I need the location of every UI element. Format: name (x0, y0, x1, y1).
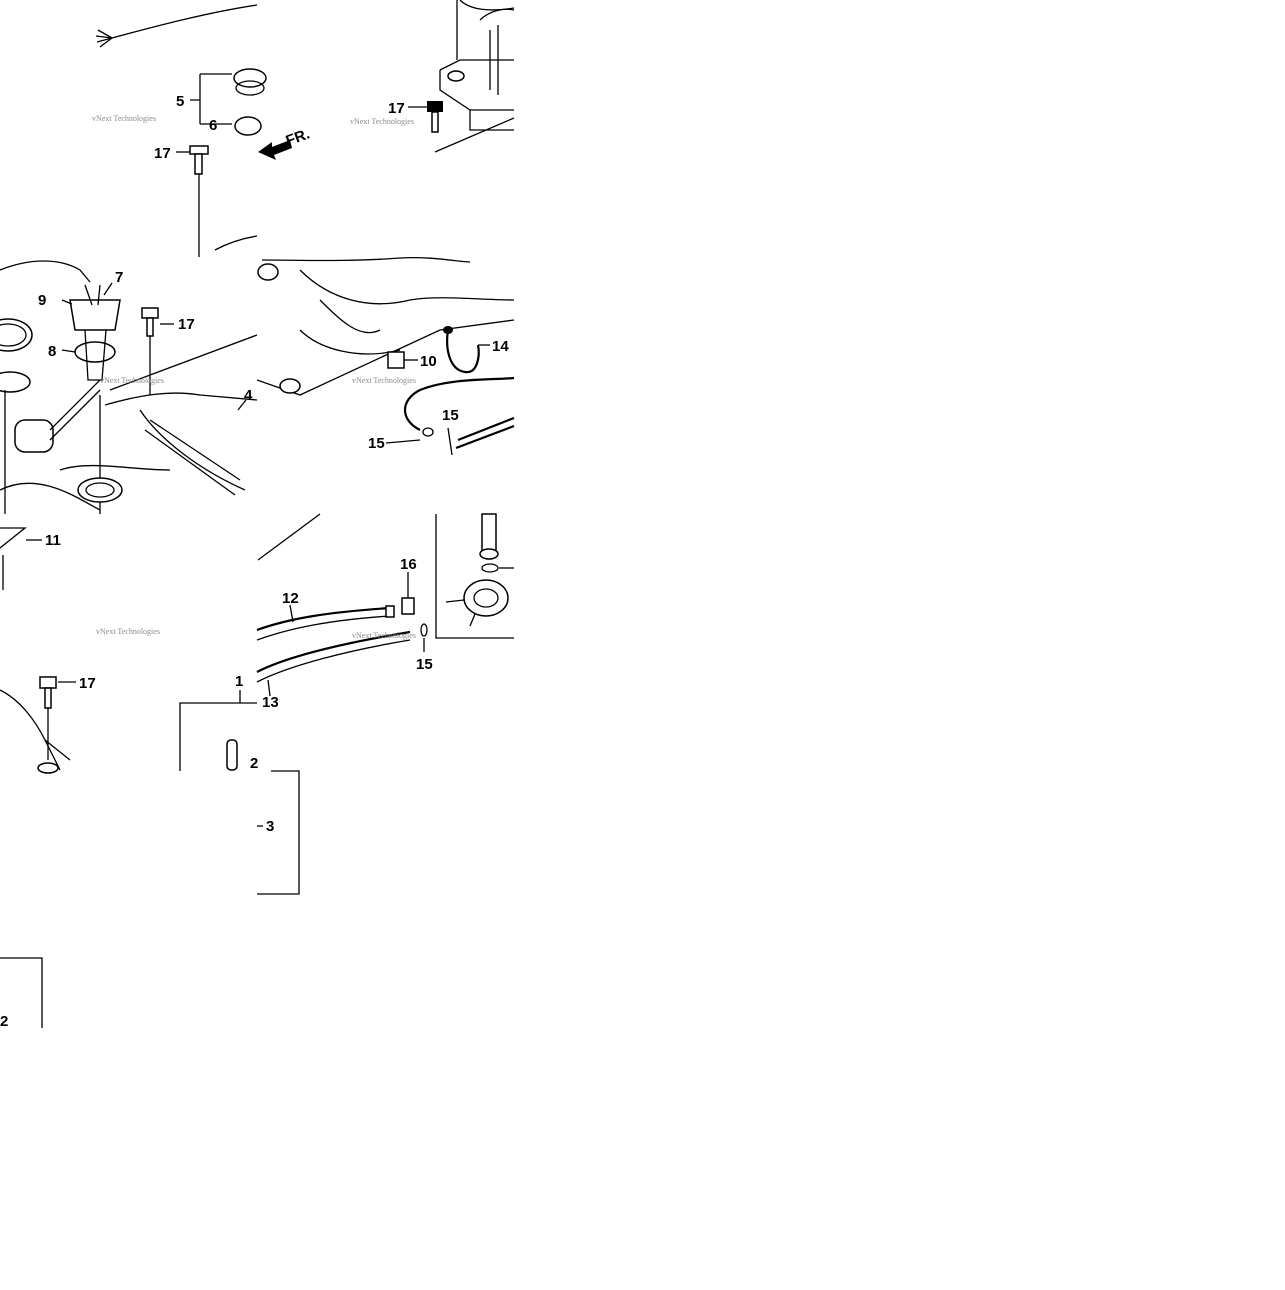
wire-harness (111, 4, 258, 39)
watermark: vNext Technologies (96, 627, 160, 636)
bolt-head (141, 307, 159, 319)
watermark: vNext Technologies (100, 376, 164, 385)
callout-5: 5 (176, 93, 184, 110)
fuel-pipe-part-12 (256, 606, 391, 632)
bolt-head (189, 145, 209, 155)
mounting-hole (279, 378, 301, 394)
callout-17-a: 17 (154, 145, 171, 162)
fuel-pipe-part-13 (256, 630, 411, 673)
callout-4: 4 (244, 387, 253, 404)
callout-3: 3 (266, 818, 274, 835)
pump-bolt (481, 513, 497, 555)
bolt-head (39, 676, 57, 689)
tile-lower-right: 12 13 16 15 vNext Technologies (256, 513, 514, 711)
callout-11: 11 (45, 532, 61, 549)
label-part-10 (387, 351, 405, 369)
tile-middle-left: 9 7 8 17 4 vNext Technologies (0, 260, 258, 514)
tile-bracket-2: 2 (0, 957, 43, 1030)
callout-15-c: 15 (416, 656, 433, 673)
front-direction-arrow (258, 140, 292, 160)
callout-2-b: 2 (0, 1013, 8, 1030)
callout-10: 10 (420, 353, 437, 370)
fuel-gauge-sending-unit (69, 299, 121, 331)
callout-8: 8 (48, 343, 56, 360)
hose-part-15 (404, 376, 515, 431)
callout-17-d: 17 (79, 675, 96, 692)
callout-15-b: 15 (442, 407, 459, 424)
callout-7: 7 (115, 269, 123, 286)
watermark: vNext Technologies (352, 631, 416, 640)
filler-cap (0, 318, 33, 352)
callout-16: 16 (400, 556, 417, 573)
filter-part-2 (226, 739, 238, 771)
callout-2-a: 2 (250, 755, 258, 772)
grommet-part-6 (234, 116, 262, 136)
callout-14: 14 (492, 338, 509, 355)
callout-15-a: 15 (368, 435, 385, 452)
callout-12: 12 (282, 590, 299, 607)
hose-part-14 (446, 329, 480, 374)
callout-17-b: 17 (388, 100, 405, 117)
direction-label: FR. (284, 126, 313, 150)
watermark: vNext Technologies (92, 114, 156, 123)
callout-17-c: 17 (178, 316, 195, 333)
bolt-head (427, 101, 443, 112)
tile-top-right: 17 vNext Technologies (350, 0, 515, 153)
tile-lower-left: 11 17 1 2 vNext Technologies (0, 527, 258, 774)
wire-ends (95, 29, 113, 48)
callout-6: 6 (209, 117, 217, 134)
clamp-part-16 (401, 597, 415, 615)
callout-9: 9 (38, 292, 46, 309)
fuel-pump-part-3 (463, 579, 509, 617)
o-ring (74, 341, 116, 363)
callout-13: 13 (262, 694, 279, 711)
watermark: vNext Technologies (352, 376, 416, 385)
mounting-hole (447, 70, 465, 82)
watermark: vNext Technologies (350, 117, 414, 126)
tile-middle-right: 10 14 15 15 vNext Technologies (256, 256, 515, 456)
float (14, 419, 54, 453)
tile-bracket-3: 3 (257, 770, 300, 895)
callout-1: 1 (235, 673, 243, 690)
tile-top-left: 5 6 FR. 17 vNext Technologies (92, 4, 313, 257)
